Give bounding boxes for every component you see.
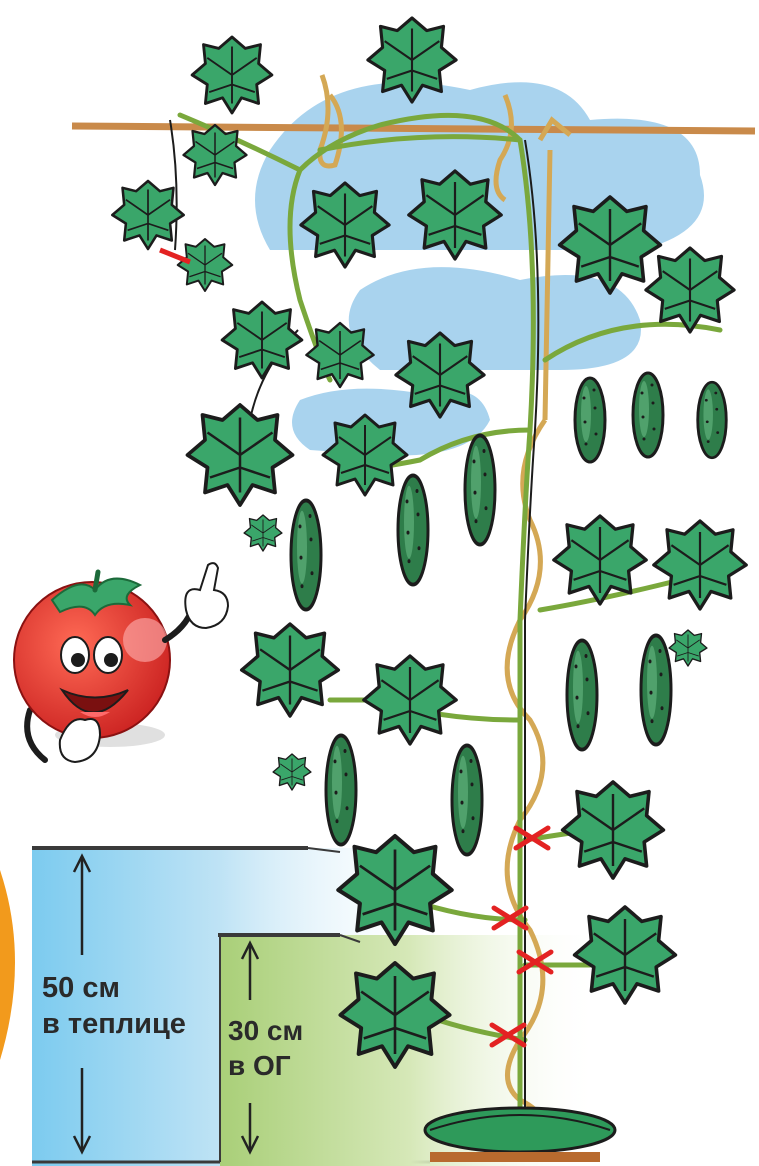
greenhouse-height-label: 50 см в теплице [42,970,186,1043]
open-ground-height-label: 30 см в ОГ [228,1013,303,1083]
orange-decor [0,870,15,1060]
plant-base [425,1108,615,1162]
greenhouse-height-caption: в теплице [42,1006,186,1042]
trellis-bar [72,126,755,131]
open-ground-height-caption: в ОГ [228,1048,303,1083]
tomato-mascot [14,563,228,762]
open-ground-height-value: 30 см [228,1013,303,1048]
greenhouse-height-value: 50 см [42,970,186,1006]
